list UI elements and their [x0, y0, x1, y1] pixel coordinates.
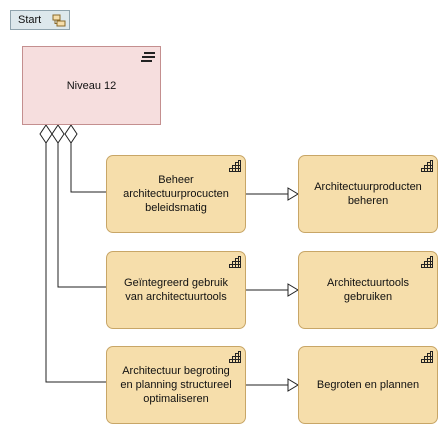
arrowhead-3 [287, 378, 299, 392]
process-node-3-label: Begroten en plannen [316, 379, 420, 391]
root-node-label: Niveau 12 [66, 80, 117, 92]
capability-node-1[interactable]: Beheer architectuurprocucten beleidsmati… [106, 155, 246, 233]
process-node-2-label: Architectuurtools gebruiken [327, 277, 409, 303]
aggregation-link-2 [57, 143, 107, 288]
staircase-icon [421, 256, 433, 268]
capability-node-3-label: Architectuur begroting en planning struc… [120, 365, 232, 405]
process-node-3[interactable]: Begroten en plannen [298, 346, 438, 424]
capability-node-3[interactable]: Architectuur begroting en planning struc… [106, 346, 246, 424]
menu-lines-icon [141, 52, 155, 62]
start-button-label: Start [18, 14, 42, 26]
staircase-icon [229, 256, 241, 268]
process-node-1[interactable]: Architectuurproducten beheren [298, 155, 438, 233]
root-node[interactable]: Niveau 12 [22, 46, 161, 125]
aggregation-diamond-2 [51, 124, 65, 144]
arrowhead-1 [287, 187, 299, 201]
capability-node-2-label: Geïntegreerd gebruik van architectuurtoo… [124, 277, 228, 303]
arrowhead-2 [287, 283, 299, 297]
aggregation-diamond-3 [39, 124, 53, 144]
process-node-1-label: Architectuurproducten beheren [314, 181, 422, 207]
staircase-icon [229, 351, 241, 363]
start-icon [52, 14, 66, 27]
aggregation-link-3 [45, 143, 107, 383]
staircase-icon [229, 160, 241, 172]
start-button[interactable]: Start [10, 10, 70, 30]
capability-node-1-label: Beheer architectuurprocucten beleidsmati… [123, 174, 229, 214]
process-node-2[interactable]: Architectuurtools gebruiken [298, 251, 438, 329]
aggregation-diamond-1 [64, 124, 78, 144]
staircase-icon [421, 351, 433, 363]
capability-node-2[interactable]: Geïntegreerd gebruik van architectuurtoo… [106, 251, 246, 329]
staircase-icon [421, 160, 433, 172]
aggregation-link-1 [70, 143, 107, 193]
